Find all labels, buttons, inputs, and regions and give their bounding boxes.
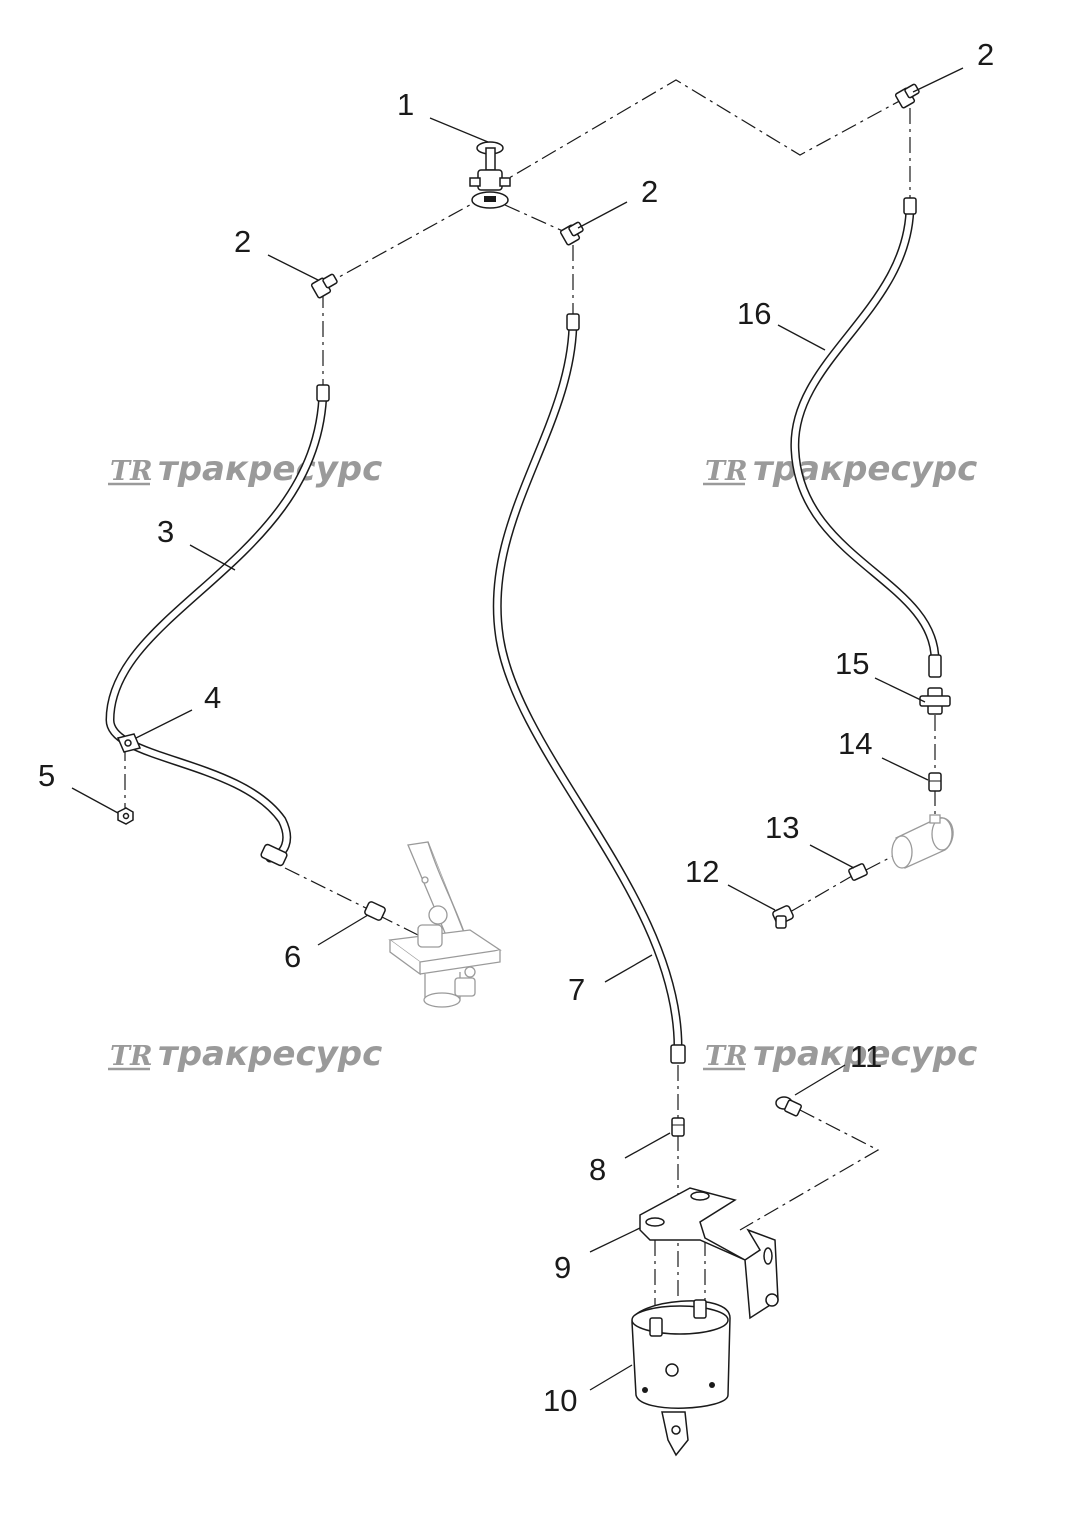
dash-elbow12-to-fitting13 (789, 875, 853, 913)
hose16-top-fitting (903, 197, 917, 215)
callout-6: 6 (284, 939, 301, 974)
callout-2-right: 2 (977, 37, 994, 72)
hose-clamp (116, 733, 142, 753)
callout-1: 1 (397, 87, 414, 122)
hose7-top-fitting (566, 313, 580, 331)
leader-4 (135, 709, 193, 739)
brake-chamber (631, 1299, 731, 1457)
nut (117, 807, 134, 825)
callout-14: 14 (838, 726, 872, 761)
leader-8 (624, 1132, 671, 1159)
watermark-text: тракресурс (158, 1034, 382, 1074)
leader-2-right (912, 67, 964, 93)
leader-9 (589, 1227, 641, 1253)
dash-hose3-to-fitting6 (284, 867, 371, 911)
dash-valve-to-mid-elbow (504, 204, 566, 233)
watermark-logo: TR (110, 1041, 153, 1072)
hose16-bottom-fitting (928, 654, 942, 678)
callout-5: 5 (38, 758, 55, 793)
callout-labels: 1 2 2 2 3 4 5 6 7 8 9 10 11 12 13 14 15 … (38, 37, 994, 1418)
watermark-logo: TR (110, 456, 153, 487)
hose7-bottom-fitting (670, 1044, 686, 1064)
leader-12 (727, 884, 776, 911)
watermark-top-left: TR тракресурс (108, 449, 382, 489)
elbow-fitting-left (310, 273, 338, 299)
straight-fitting-6 (364, 901, 386, 921)
leader-2-middle (577, 201, 628, 229)
leader-3 (189, 544, 236, 571)
connection-lines (124, 79, 936, 1320)
dash-valve-to-right-elbow (491, 79, 906, 189)
callout-2-middle: 2 (641, 174, 658, 209)
leader-11 (794, 1064, 846, 1096)
callout-3: 3 (157, 514, 174, 549)
callout-16: 16 (737, 296, 771, 331)
dash-fitting13-to-reservoir (865, 854, 896, 871)
watermark-logo: TR (705, 1041, 748, 1072)
leader-2-left (267, 254, 319, 281)
mounting-bracket (639, 1187, 779, 1320)
watermark-text: тракресурс (753, 1034, 977, 1074)
hose-3 (105, 385, 328, 863)
watermark-top-right: TR тракресурс (703, 449, 977, 489)
hose3-end-fitting (316, 384, 330, 402)
watermark-text: тракресурс (753, 449, 977, 489)
watermark-logo: TR (705, 456, 748, 487)
leader-7 (604, 954, 653, 983)
hose-7 (492, 315, 683, 1055)
hose-16 (790, 200, 940, 665)
leader-lines (71, 67, 964, 1391)
dash-plug11-to-bracket (739, 1109, 880, 1231)
callout-12: 12 (685, 854, 719, 889)
callout-13: 13 (765, 810, 799, 845)
callout-15: 15 (835, 646, 869, 681)
callout-2-left: 2 (234, 224, 251, 259)
leader-15 (874, 677, 926, 703)
callout-8: 8 (589, 1152, 606, 1187)
leader-10 (589, 1364, 633, 1391)
watermark-text: тракресурс (158, 449, 382, 489)
foot-brake-valve (388, 841, 502, 1008)
callout-4: 4 (204, 680, 221, 715)
elbow-fitting-right (894, 83, 920, 109)
tee-fitting-15 (919, 687, 951, 715)
elbow-fitting-12 (772, 905, 794, 929)
callout-7: 7 (568, 972, 585, 1007)
callout-9: 9 (554, 1250, 571, 1285)
leader-14 (881, 757, 929, 781)
elbow-fitting-middle (559, 221, 584, 246)
straight-fitting-14 (928, 772, 942, 792)
callout-11: 11 (850, 1039, 882, 1074)
leader-1 (429, 117, 489, 143)
leader-5 (71, 787, 119, 814)
straight-fitting-8 (671, 1117, 685, 1137)
dash-valve-to-left-elbow (329, 194, 489, 283)
watermark-bottom-left: TR тракресурс (108, 1034, 382, 1074)
leader-6 (317, 914, 369, 946)
hose3-bend-fitting (260, 843, 288, 867)
dash-fitting6-to-valve (377, 914, 419, 936)
plug-11 (775, 1096, 802, 1117)
air-reservoir (891, 814, 954, 869)
leader-16 (777, 324, 826, 351)
hand-control-valve (469, 141, 511, 209)
leader-13 (809, 844, 855, 869)
watermark-bottom-right: TR тракресурс (703, 1034, 977, 1074)
callout-10: 10 (543, 1383, 577, 1418)
